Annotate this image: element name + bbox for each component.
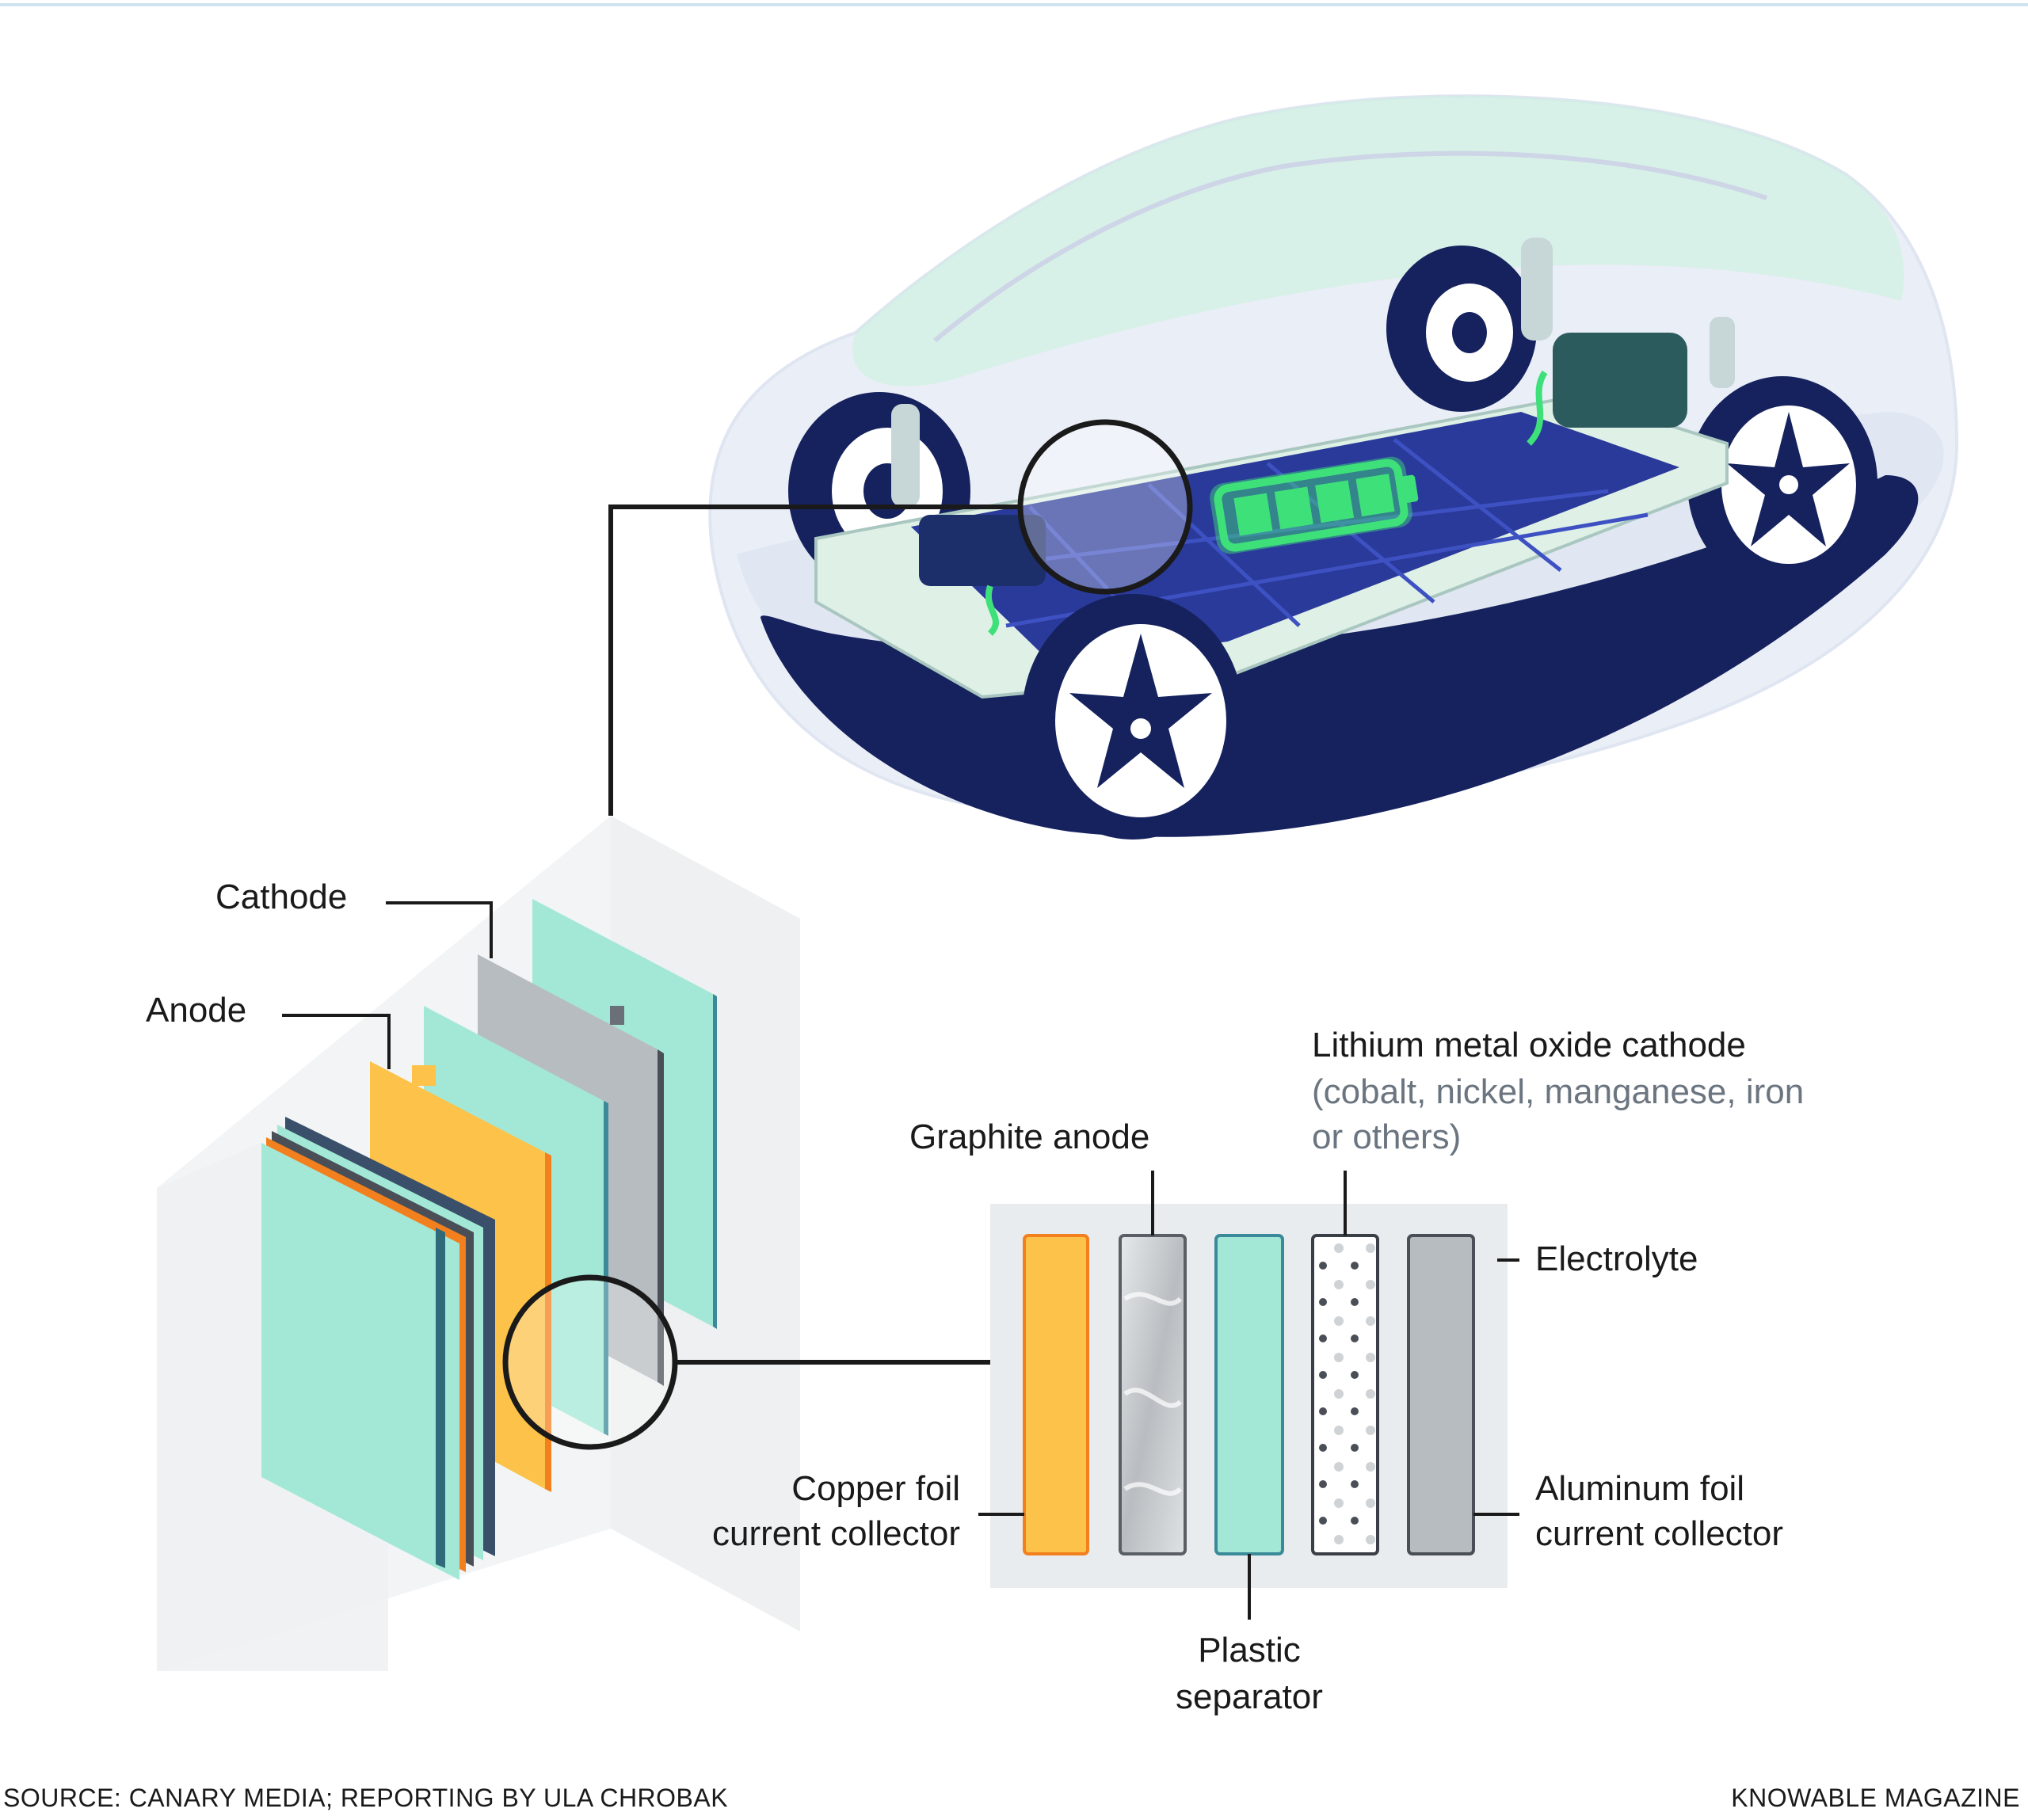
cell-box-cut-face (157, 1143, 388, 1671)
cathode-tab (610, 1006, 624, 1025)
anode-label: Anode (146, 991, 247, 1030)
copper-foil-label-line1: Copper foil (791, 1469, 960, 1508)
aluminum-foil-label-line2: current collector (1535, 1514, 1784, 1553)
plate-back-teal-edge (713, 994, 717, 1329)
layer-detail-panel (978, 1171, 1519, 1620)
graphite-anode-label: Graphite anode (909, 1118, 1150, 1156)
car-window-outline (933, 150, 1767, 343)
plastic-separator-layer (1214, 1234, 1284, 1555)
car-zoom-circle (1017, 419, 1193, 595)
lithium-cathode-detail-line1: (cobalt, nickel, manganese, iron (1312, 1072, 1805, 1111)
electrolyte-label: Electrolyte (1535, 1239, 1698, 1278)
source-credit: SOURCE: CANARY MEDIA; REPORTING BY ULA C… (3, 1784, 729, 1812)
rear-motor (919, 515, 1046, 586)
lithium-cathode-detail: (cobalt, nickel, manganese, iron (1312, 1069, 1804, 1115)
graphite-texture (1123, 1292, 1183, 1496)
electric-car-illustration (708, 94, 1959, 840)
green-cable (1527, 370, 1548, 446)
battery-charge-icon (1210, 456, 1419, 554)
green-cable-rear (985, 584, 999, 636)
publisher-credit: KNOWABLE MAGAZINE (1731, 1784, 2020, 1812)
plate-cathode-edge (658, 1049, 664, 1386)
lithium-cathode-layer (1311, 1234, 1379, 1555)
cathode-leader (386, 901, 493, 958)
battery-cell-stack (157, 816, 800, 1671)
anode-tab (412, 1065, 436, 1086)
cell-zoom-circle (502, 1274, 678, 1450)
aluminum-foil-layer (1407, 1234, 1475, 1555)
aluminum-foil-label-line1: Aluminum foil (1535, 1469, 1745, 1508)
cathode-label: Cathode (215, 878, 348, 916)
rear-right-wheel (1386, 238, 1553, 412)
front-left-wheel (1022, 594, 1244, 840)
lithium-cathode-detail-line2: or others) (1312, 1118, 1462, 1156)
car-to-cell-connector (608, 504, 1022, 816)
plastic-separator-label-line1: Plastic (1198, 1631, 1301, 1670)
lithium-cathode-detail-2: or others) (1312, 1114, 1461, 1160)
copper-foil-label-line2: current collector (711, 1514, 960, 1553)
front-right-wheel (1687, 317, 1877, 590)
plate-anode-edge (545, 1152, 551, 1492)
anode-leader (282, 1014, 391, 1069)
front-motor (1553, 333, 1687, 428)
plate-mid-teal-edge (604, 1101, 608, 1436)
copper-foil-layer (1023, 1234, 1089, 1555)
lithium-cathode-title: Lithium metal oxide cathode (1312, 1026, 1746, 1064)
front-plate-stack (261, 1117, 495, 1580)
plastic-separator-label-line2: separator (1176, 1677, 1323, 1716)
